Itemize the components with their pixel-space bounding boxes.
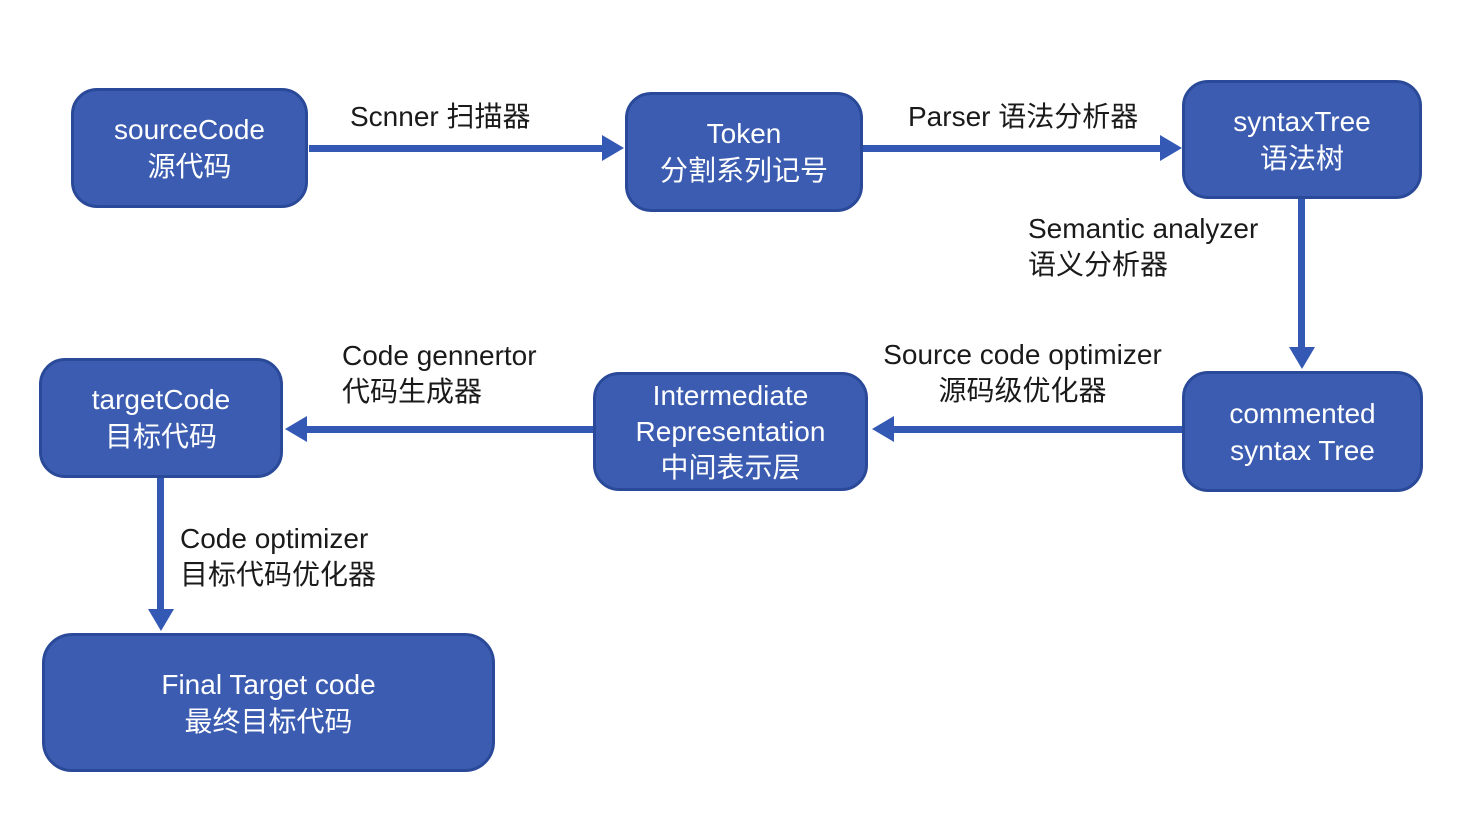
node-intermediate-representation-line2: Representation	[635, 415, 826, 447]
arrow-code-optimizer-line	[157, 478, 164, 609]
node-target-code: targetCode 目标代码	[39, 358, 283, 478]
arrow-code-generator-line	[307, 426, 593, 433]
edge-label-semantic-analyzer: Semantic analyzer 语义分析器	[1028, 211, 1258, 283]
node-source-code-line1: sourceCode	[114, 114, 265, 145]
arrow-code-optimizer-head-icon	[148, 609, 174, 631]
edge-label-code-optimizer-line2: 目标代码优化器	[180, 559, 377, 590]
arrow-semantic-analyzer-head-icon	[1289, 347, 1315, 369]
edge-label-code-optimizer-line1: Code optimizer	[180, 523, 369, 554]
edge-label-source-code-optimizer-line1: Source code optimizer	[883, 339, 1162, 370]
edge-label-code-optimizer: Code optimizer 目标代码优化器	[180, 521, 376, 593]
edge-label-scanner: Scnner 扫描器	[350, 99, 531, 135]
edge-label-code-generator: Code gennertor 代码生成器	[342, 338, 537, 410]
node-source-code: sourceCode 源代码	[71, 88, 308, 208]
node-target-code-line1: targetCode	[91, 384, 231, 415]
edge-label-source-code-optimizer: Source code optimizer 源码级优化器	[865, 337, 1180, 409]
edge-label-code-generator-line1: Code gennertor	[342, 340, 537, 371]
node-token-line2: 分割系列记号	[659, 155, 828, 186]
node-source-code-line2: 源代码	[147, 151, 232, 182]
node-final-target-code-line1: Final Target code	[161, 668, 376, 700]
node-token-line1: Token	[706, 118, 782, 149]
node-commented-syntax-tree-line2: syntax Tree	[1230, 434, 1375, 466]
edge-label-scanner-line1: Scnner 扫描器	[350, 101, 531, 132]
node-token: Token 分割系列记号	[625, 92, 863, 212]
node-commented-syntax-tree: commented syntax Tree	[1182, 371, 1423, 492]
arrow-semantic-analyzer-line	[1298, 199, 1305, 347]
node-final-target-code-line2: 最终目标代码	[184, 705, 353, 737]
node-intermediate-representation: Intermediate Representation 中间表示层	[593, 372, 868, 491]
node-intermediate-representation-line1: Intermediate	[652, 379, 809, 411]
node-final-target-code: Final Target code 最终目标代码	[42, 633, 495, 772]
arrow-parser-line	[863, 145, 1160, 152]
arrow-scanner-line	[309, 145, 602, 152]
edge-label-source-code-optimizer-line2: 源码级优化器	[938, 375, 1107, 406]
edge-label-parser: Parser 语法分析器	[908, 99, 1138, 135]
node-syntax-tree: syntaxTree 语法树	[1182, 80, 1422, 199]
arrow-scanner-head-icon	[602, 135, 624, 161]
edge-label-code-generator-line2: 代码生成器	[342, 376, 483, 407]
node-commented-syntax-tree-line1: commented	[1229, 397, 1376, 429]
node-target-code-line2: 目标代码	[104, 421, 217, 452]
arrow-source-code-optimizer-head-icon	[872, 416, 894, 442]
arrow-source-code-optimizer-line	[894, 426, 1182, 433]
edge-label-semantic-analyzer-line1: Semantic analyzer	[1028, 213, 1259, 244]
edge-label-semantic-analyzer-line2: 语义分析器	[1028, 249, 1169, 280]
node-intermediate-representation-line3: 中间表示层	[660, 451, 801, 483]
node-syntax-tree-line1: syntaxTree	[1233, 105, 1371, 137]
node-syntax-tree-line2: 语法树	[1259, 142, 1344, 174]
edge-label-parser-line1: Parser 语法分析器	[908, 101, 1139, 132]
arrow-code-generator-head-icon	[285, 416, 307, 442]
arrow-parser-head-icon	[1160, 135, 1182, 161]
